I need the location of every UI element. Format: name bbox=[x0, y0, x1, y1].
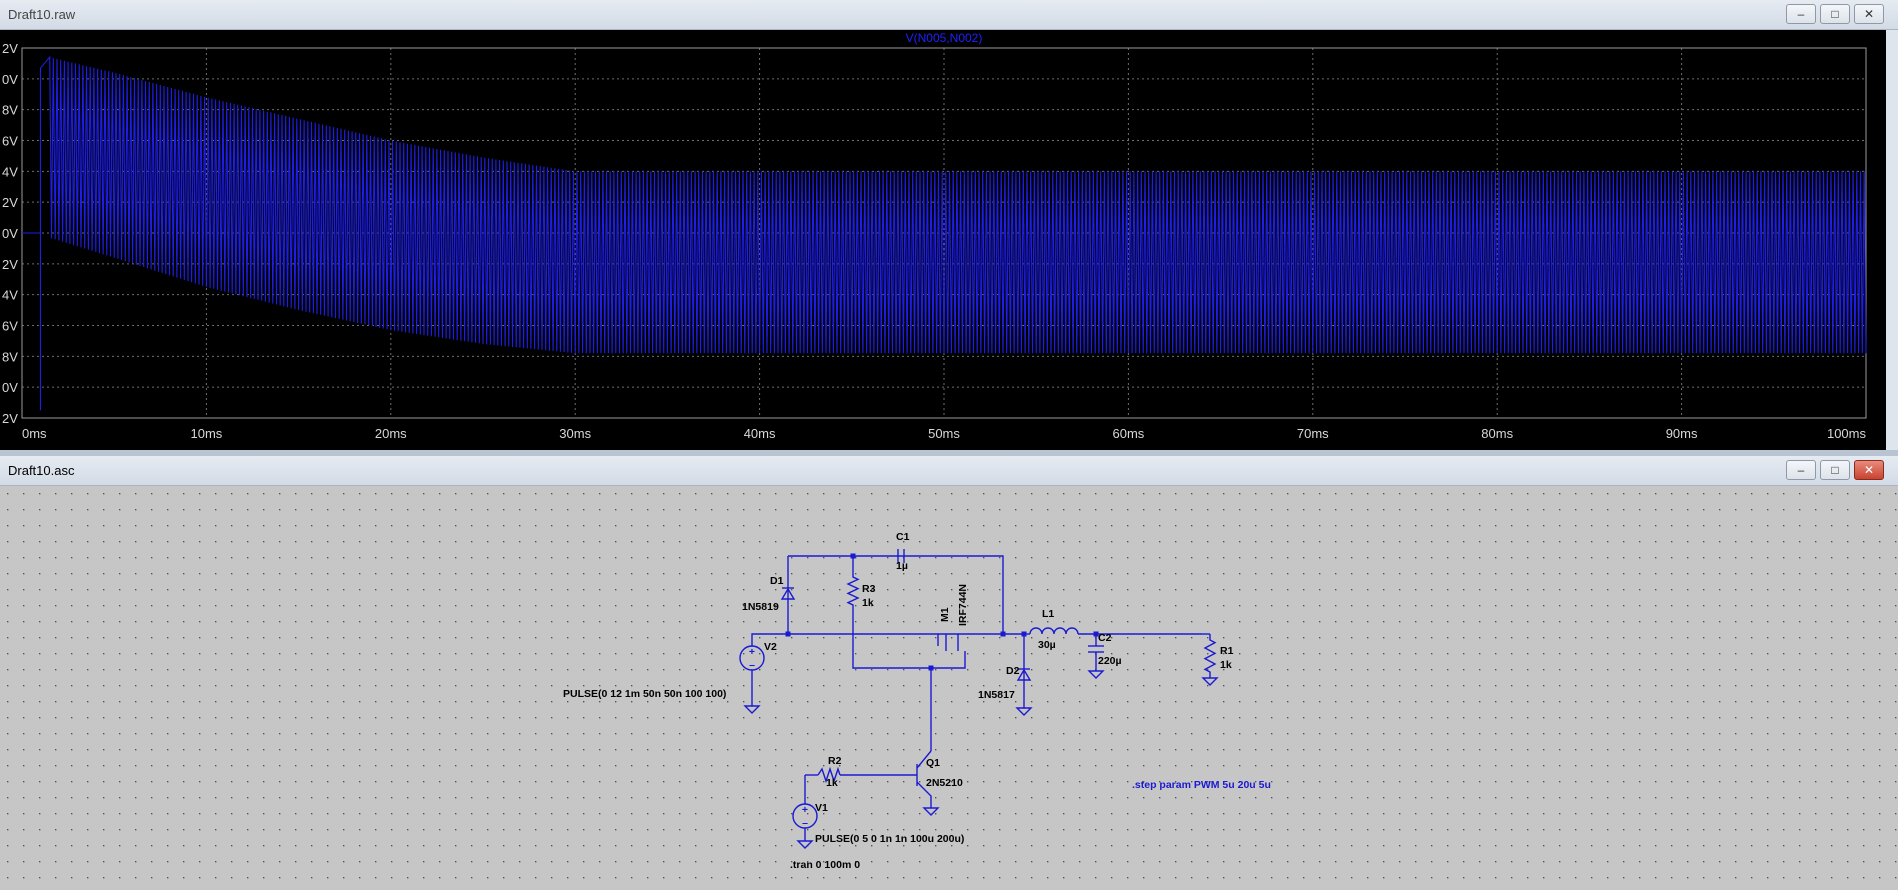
ground-icon bbox=[1087, 670, 1105, 679]
step-directive: .step param PWM 5u 20u 5u bbox=[1132, 779, 1271, 791]
x-tick-label: 10ms bbox=[191, 426, 223, 441]
component-label: 1k bbox=[826, 777, 838, 789]
minimize-icon: – bbox=[1797, 463, 1805, 477]
x-tick-label: 80ms bbox=[1481, 426, 1513, 441]
y-tick-label: 4V bbox=[2, 288, 18, 303]
ground-icon bbox=[1201, 677, 1219, 686]
x-tick-label: 0ms bbox=[22, 426, 47, 441]
maximize-icon: □ bbox=[1831, 7, 1839, 21]
trace-line bbox=[22, 55, 1867, 411]
x-tick-label: 20ms bbox=[375, 426, 407, 441]
component-label: 1k bbox=[862, 597, 874, 609]
component-label: PULSE(0 5 0 1n 1n 100u 200u) bbox=[815, 833, 964, 845]
resistor-icon bbox=[846, 571, 860, 611]
component-label: C1 bbox=[896, 531, 910, 543]
x-tick-label: 50ms bbox=[928, 426, 960, 441]
component-label: 2N5210 bbox=[926, 777, 963, 789]
wire bbox=[751, 633, 965, 646]
y-tick-label: 0V bbox=[2, 380, 18, 395]
component-label: C2 bbox=[1098, 632, 1112, 644]
y-tick-label: 8V bbox=[2, 103, 18, 118]
tran-directive: .tran 0 100m 0 bbox=[790, 859, 860, 871]
x-tick-label: 100ms bbox=[1827, 426, 1867, 441]
component-label: D1 bbox=[770, 575, 784, 587]
window-separator bbox=[0, 450, 1898, 456]
minimize-icon: – bbox=[1797, 7, 1805, 21]
component-label: 1k bbox=[1220, 659, 1232, 671]
ground-icon bbox=[1015, 707, 1033, 716]
x-tick-label: 90ms bbox=[1666, 426, 1698, 441]
ground-icon bbox=[743, 705, 761, 714]
close-icon: ✕ bbox=[1863, 463, 1875, 477]
y-tick-label: 2V bbox=[2, 257, 18, 272]
component-label: 1N5819 bbox=[742, 601, 779, 613]
component-label: D2 bbox=[1006, 665, 1020, 677]
diode-icon bbox=[1016, 668, 1032, 681]
component-label: IRF744N bbox=[957, 584, 969, 626]
grid-dots bbox=[0, 486, 1898, 890]
wire bbox=[852, 611, 966, 669]
plot-right-border bbox=[1886, 30, 1898, 450]
y-tick-label: 0V bbox=[2, 72, 18, 87]
component-label: V2 bbox=[764, 641, 777, 653]
junction-dot bbox=[785, 631, 791, 637]
maximize-button[interactable]: □ bbox=[1820, 4, 1850, 24]
minimize-button[interactable]: – bbox=[1786, 4, 1816, 24]
wire bbox=[916, 781, 932, 808]
x-tick-label: 70ms bbox=[1297, 426, 1329, 441]
component-label: 30µ bbox=[1038, 639, 1056, 651]
trace-label: V(N005,N002) bbox=[906, 31, 983, 45]
maximize-button[interactable]: □ bbox=[1820, 460, 1850, 480]
junction-dot bbox=[850, 553, 856, 559]
source-plus-sign: + bbox=[802, 804, 808, 816]
resistor-icon bbox=[1203, 634, 1217, 678]
waveform-titlebar[interactable]: Draft10.raw – □ ✕ bbox=[0, 0, 1898, 30]
y-tick-label: 8V bbox=[2, 349, 18, 364]
schematic-titlebar[interactable]: Draft10.asc – □ ✕ bbox=[0, 456, 1898, 486]
y-tick-label: 2V bbox=[2, 41, 18, 56]
component-label: V1 bbox=[815, 802, 828, 814]
inductor-icon bbox=[1029, 627, 1079, 635]
component-label: 1µ bbox=[896, 560, 908, 572]
y-tick-label: 6V bbox=[2, 134, 18, 149]
component-label: Q1 bbox=[926, 757, 940, 769]
component-label: R3 bbox=[862, 583, 876, 595]
y-tick-label: 2V bbox=[2, 411, 18, 426]
wire bbox=[788, 555, 1004, 634]
wire bbox=[916, 750, 932, 769]
component-label: M1 bbox=[939, 607, 951, 622]
y-tick-label: 4V bbox=[2, 164, 18, 179]
waveform-plot[interactable]: 0ms 10ms 20ms 30ms 40ms 50ms 60ms 70ms 80ms 90ms 1… bbox=[0, 30, 1898, 450]
source-plus-sign: + bbox=[749, 646, 755, 658]
schematic-window-title: Draft10.asc bbox=[8, 463, 75, 478]
source-minus-sign: – bbox=[749, 659, 755, 671]
ground-icon bbox=[796, 840, 814, 849]
minimize-button[interactable]: – bbox=[1786, 460, 1816, 480]
x-tick-label: 60ms bbox=[1113, 426, 1145, 441]
close-button[interactable]: ✕ bbox=[1854, 4, 1884, 24]
component-label: L1 bbox=[1042, 608, 1054, 620]
x-tick-label: 40ms bbox=[744, 426, 776, 441]
source-minus-sign: – bbox=[802, 817, 808, 829]
component-label: 1N5817 bbox=[978, 689, 1015, 701]
ground-icon bbox=[922, 807, 940, 816]
resistor-icon bbox=[817, 766, 841, 784]
y-tick-label: 6V bbox=[2, 319, 18, 334]
component-label: R2 bbox=[828, 755, 842, 767]
close-button[interactable]: ✕ bbox=[1854, 460, 1884, 480]
x-tick-label: 30ms bbox=[559, 426, 591, 441]
diode-icon bbox=[780, 587, 796, 600]
maximize-icon: □ bbox=[1831, 463, 1839, 477]
component-label: R1 bbox=[1220, 645, 1234, 657]
waveform-window-title: Draft10.raw bbox=[8, 7, 76, 22]
y-tick-label: 0V bbox=[2, 226, 18, 241]
y-tick-label: 2V bbox=[2, 195, 18, 210]
close-icon: ✕ bbox=[1863, 7, 1875, 21]
waveform-window: Draft10.raw – □ ✕ 0ms 10ms 20ms 30ms 40ms 50m… bbox=[0, 0, 1898, 450]
component-label: 220µ bbox=[1098, 655, 1122, 667]
component-label: PULSE(0 12 1m 50n 50n 100 100) bbox=[563, 688, 726, 700]
